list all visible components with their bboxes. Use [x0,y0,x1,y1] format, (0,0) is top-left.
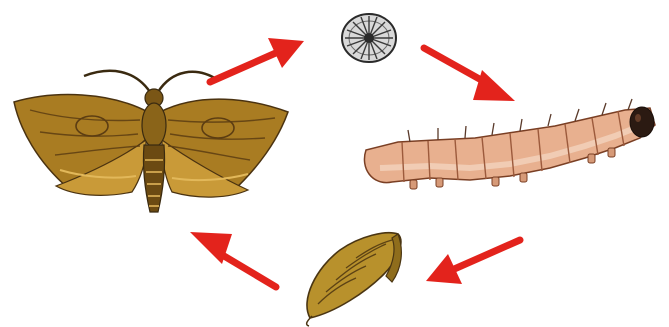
arrow-adult-to-egg [210,38,304,82]
egg-icon [342,14,396,62]
moth-icon [14,71,288,212]
arrow-pupa-to-adult [190,232,276,287]
arrow-egg-to-larva [424,48,515,101]
pupa-icon [307,233,402,326]
arrow-larva-to-pupa [426,240,520,284]
caterpillar-icon [364,99,655,189]
